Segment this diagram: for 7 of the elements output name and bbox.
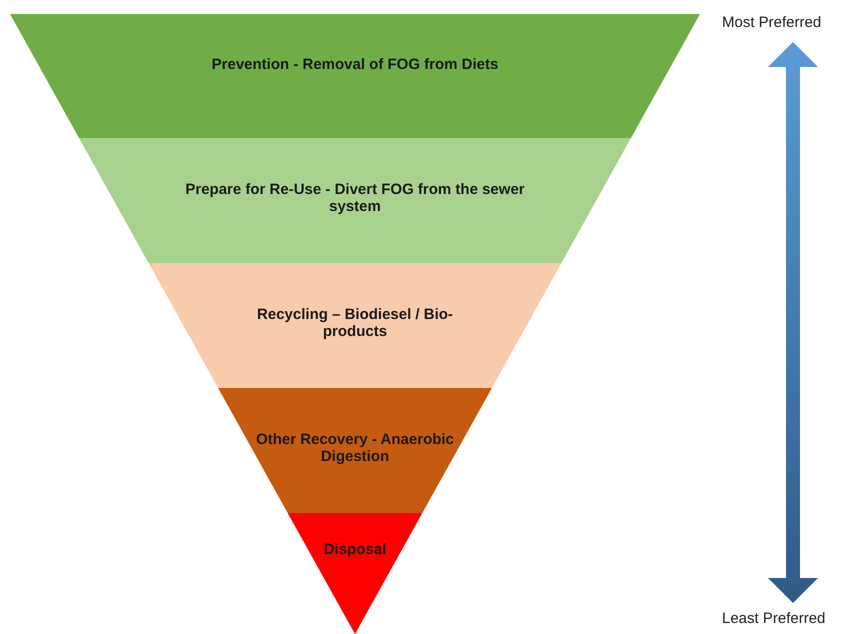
tier-label: Recycling – Biodiesel / Bio-products [256, 306, 454, 340]
scale-label: Most Preferred [722, 14, 822, 31]
scale-label: Least Preferred [722, 610, 826, 627]
tier-label: Other Recovery - Anaerobic Digestion [255, 430, 455, 464]
tier-label: Prepare for Re-Use - Divert FOG from the sewer system [185, 180, 525, 214]
tier-label: Prevention - Removal of FOG from Diets [210, 56, 500, 73]
tier-label: Disposal [322, 541, 388, 558]
